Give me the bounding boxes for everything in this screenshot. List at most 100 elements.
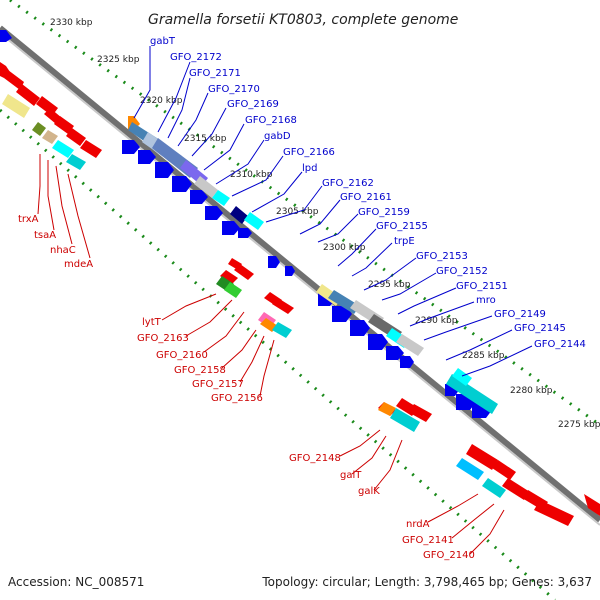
fwd-block xyxy=(0,30,12,42)
gene-label: GFO_2144 xyxy=(534,339,586,350)
gene-label: GFO_2141 xyxy=(402,535,454,546)
gene-label: GFO_2170 xyxy=(208,84,260,95)
rev-gene-arrow xyxy=(492,460,516,480)
fwd-gene-arrow xyxy=(350,320,370,336)
gene-label: GFO_2140 xyxy=(423,550,475,561)
kbp-label-2295: 2295 kbp xyxy=(368,280,411,290)
gene-label: galK xyxy=(358,486,380,497)
gene-label: GFO_2171 xyxy=(189,68,241,79)
leader-nrdA xyxy=(427,493,479,523)
fwd-block-cyan xyxy=(452,368,472,386)
kbp-label-2310: 2310 kbp xyxy=(230,170,273,180)
kbp-label-2280: 2280 kbp xyxy=(510,386,553,396)
gene-label: GFO_2156 xyxy=(211,393,263,404)
leader-gabT xyxy=(133,46,151,119)
genome-stats-text: Topology: circular; Length: 3,798,465 bp… xyxy=(261,575,592,589)
kbp-axis-labels: 2330 kbp 2325 kbp 2320 kbp 2315 kbp 2310… xyxy=(50,18,600,430)
leader-galK xyxy=(373,439,403,491)
gene-label: nrdA xyxy=(406,519,430,530)
gene-label: GFO_2145 xyxy=(514,323,566,334)
forward-label-leaders xyxy=(133,46,533,377)
leader-GFO_2155 xyxy=(337,228,377,267)
rev-gene-arrow xyxy=(272,298,294,314)
reverse-label-leaders xyxy=(37,154,505,555)
rev-block-teal xyxy=(390,408,420,432)
leader-GFO_2148 xyxy=(339,429,381,457)
rev-block-limegreen xyxy=(224,282,242,298)
rev-block-khaki xyxy=(2,94,30,118)
gene-label: GFO_2152 xyxy=(436,266,488,277)
accession-text: Accession: NC_008571 xyxy=(8,575,144,589)
fwd-gene-arrow xyxy=(138,150,156,164)
gene-label: GFO_2153 xyxy=(416,251,468,262)
fwd-block-grey xyxy=(194,176,218,198)
gene-label: GFO_2168 xyxy=(245,115,297,126)
leader-GFO_2161 xyxy=(299,199,341,235)
rev-block-tan xyxy=(42,130,58,144)
leader-tsaA xyxy=(47,160,55,231)
gene-label: mdeA xyxy=(64,259,93,270)
leader-GFO_2159 xyxy=(317,213,359,243)
rev-gene-arrow xyxy=(534,500,574,526)
genome-backbone xyxy=(0,25,600,523)
rev-gene-arrow xyxy=(234,264,254,280)
gene-label: gabD xyxy=(264,131,291,142)
fwd-gene-arrow xyxy=(172,176,192,192)
rev-gene-arrow xyxy=(66,128,86,146)
leader-nhaC xyxy=(55,165,73,245)
fwd-gene-arrow xyxy=(332,306,352,322)
fwd-gene-arrow xyxy=(222,221,240,235)
rev-gene-arrow xyxy=(220,270,238,284)
inner-tick-track xyxy=(0,108,556,600)
fwd-block-navy xyxy=(230,206,248,224)
fwd-gene-arrow xyxy=(155,162,174,178)
fwd-gene-arrow xyxy=(205,206,223,220)
leader-GFO_2171 xyxy=(167,77,191,139)
rev-gene-arrow xyxy=(408,404,432,422)
gene-label: GFO_2155 xyxy=(376,221,428,232)
gene-label: GFO_2166 xyxy=(283,147,335,158)
rev-block-olive xyxy=(32,122,46,136)
rev-block-orange xyxy=(378,402,396,416)
leader-GFO_2157 xyxy=(239,335,265,383)
leader-GFO_2172 xyxy=(157,61,191,133)
gene-label: GFO_2169 xyxy=(227,99,279,110)
forward-strand-genes xyxy=(0,30,492,418)
gene-label: GFO_2148 xyxy=(289,453,341,464)
leader-lpd xyxy=(251,171,303,213)
gene-label: GFO_2158 xyxy=(174,365,226,376)
gene-label: GFO_2160 xyxy=(156,350,208,361)
reverse-strand-blocks xyxy=(2,94,506,498)
gene-label: GFO_2159 xyxy=(358,207,410,218)
kbp-label-2325: 2325 kbp xyxy=(97,55,140,65)
kbp-label-2315: 2315 kbp xyxy=(184,134,227,144)
forward-gene-labels: gabT GFO_2172 GFO_2171 GFO_2170 GFO_2169… xyxy=(150,36,586,350)
leader-GFO_2156 xyxy=(259,339,275,397)
leader-galT xyxy=(351,435,387,475)
gene-label: gabT xyxy=(150,36,176,47)
leader-GFO_2170 xyxy=(177,92,209,147)
leader-GFO_2145 xyxy=(445,329,513,361)
gene-label: trpE xyxy=(394,236,415,247)
fwd-gene-arrow xyxy=(122,140,140,154)
rev-gene-arrow xyxy=(54,116,74,134)
kbp-label-2300: 2300 kbp xyxy=(323,243,366,253)
leader-mdeA xyxy=(67,173,91,259)
rev-block-teal xyxy=(66,154,86,170)
gene-label: GFO_2172 xyxy=(170,52,222,63)
rev-gene-arrow xyxy=(502,478,530,500)
gene-label: nhaC xyxy=(50,245,76,256)
rev-gene-arrow xyxy=(16,84,40,106)
rev-block-cyan xyxy=(52,140,74,158)
fwd-gene-arrow xyxy=(285,266,295,276)
gene-label: tsaA xyxy=(34,230,56,241)
kbp-label-2320: 2320 kbp xyxy=(140,96,183,106)
kbp-label-2275: 2275 kbp xyxy=(558,420,600,430)
fwd-block-cyan xyxy=(244,212,264,230)
genome-backbone-shadow xyxy=(0,32,600,526)
leader-GFO_2153 xyxy=(363,257,417,291)
leader-GFO_2149 xyxy=(423,315,493,341)
fwd-block-teal xyxy=(446,374,498,414)
fwd-gene-arrow xyxy=(238,228,252,238)
